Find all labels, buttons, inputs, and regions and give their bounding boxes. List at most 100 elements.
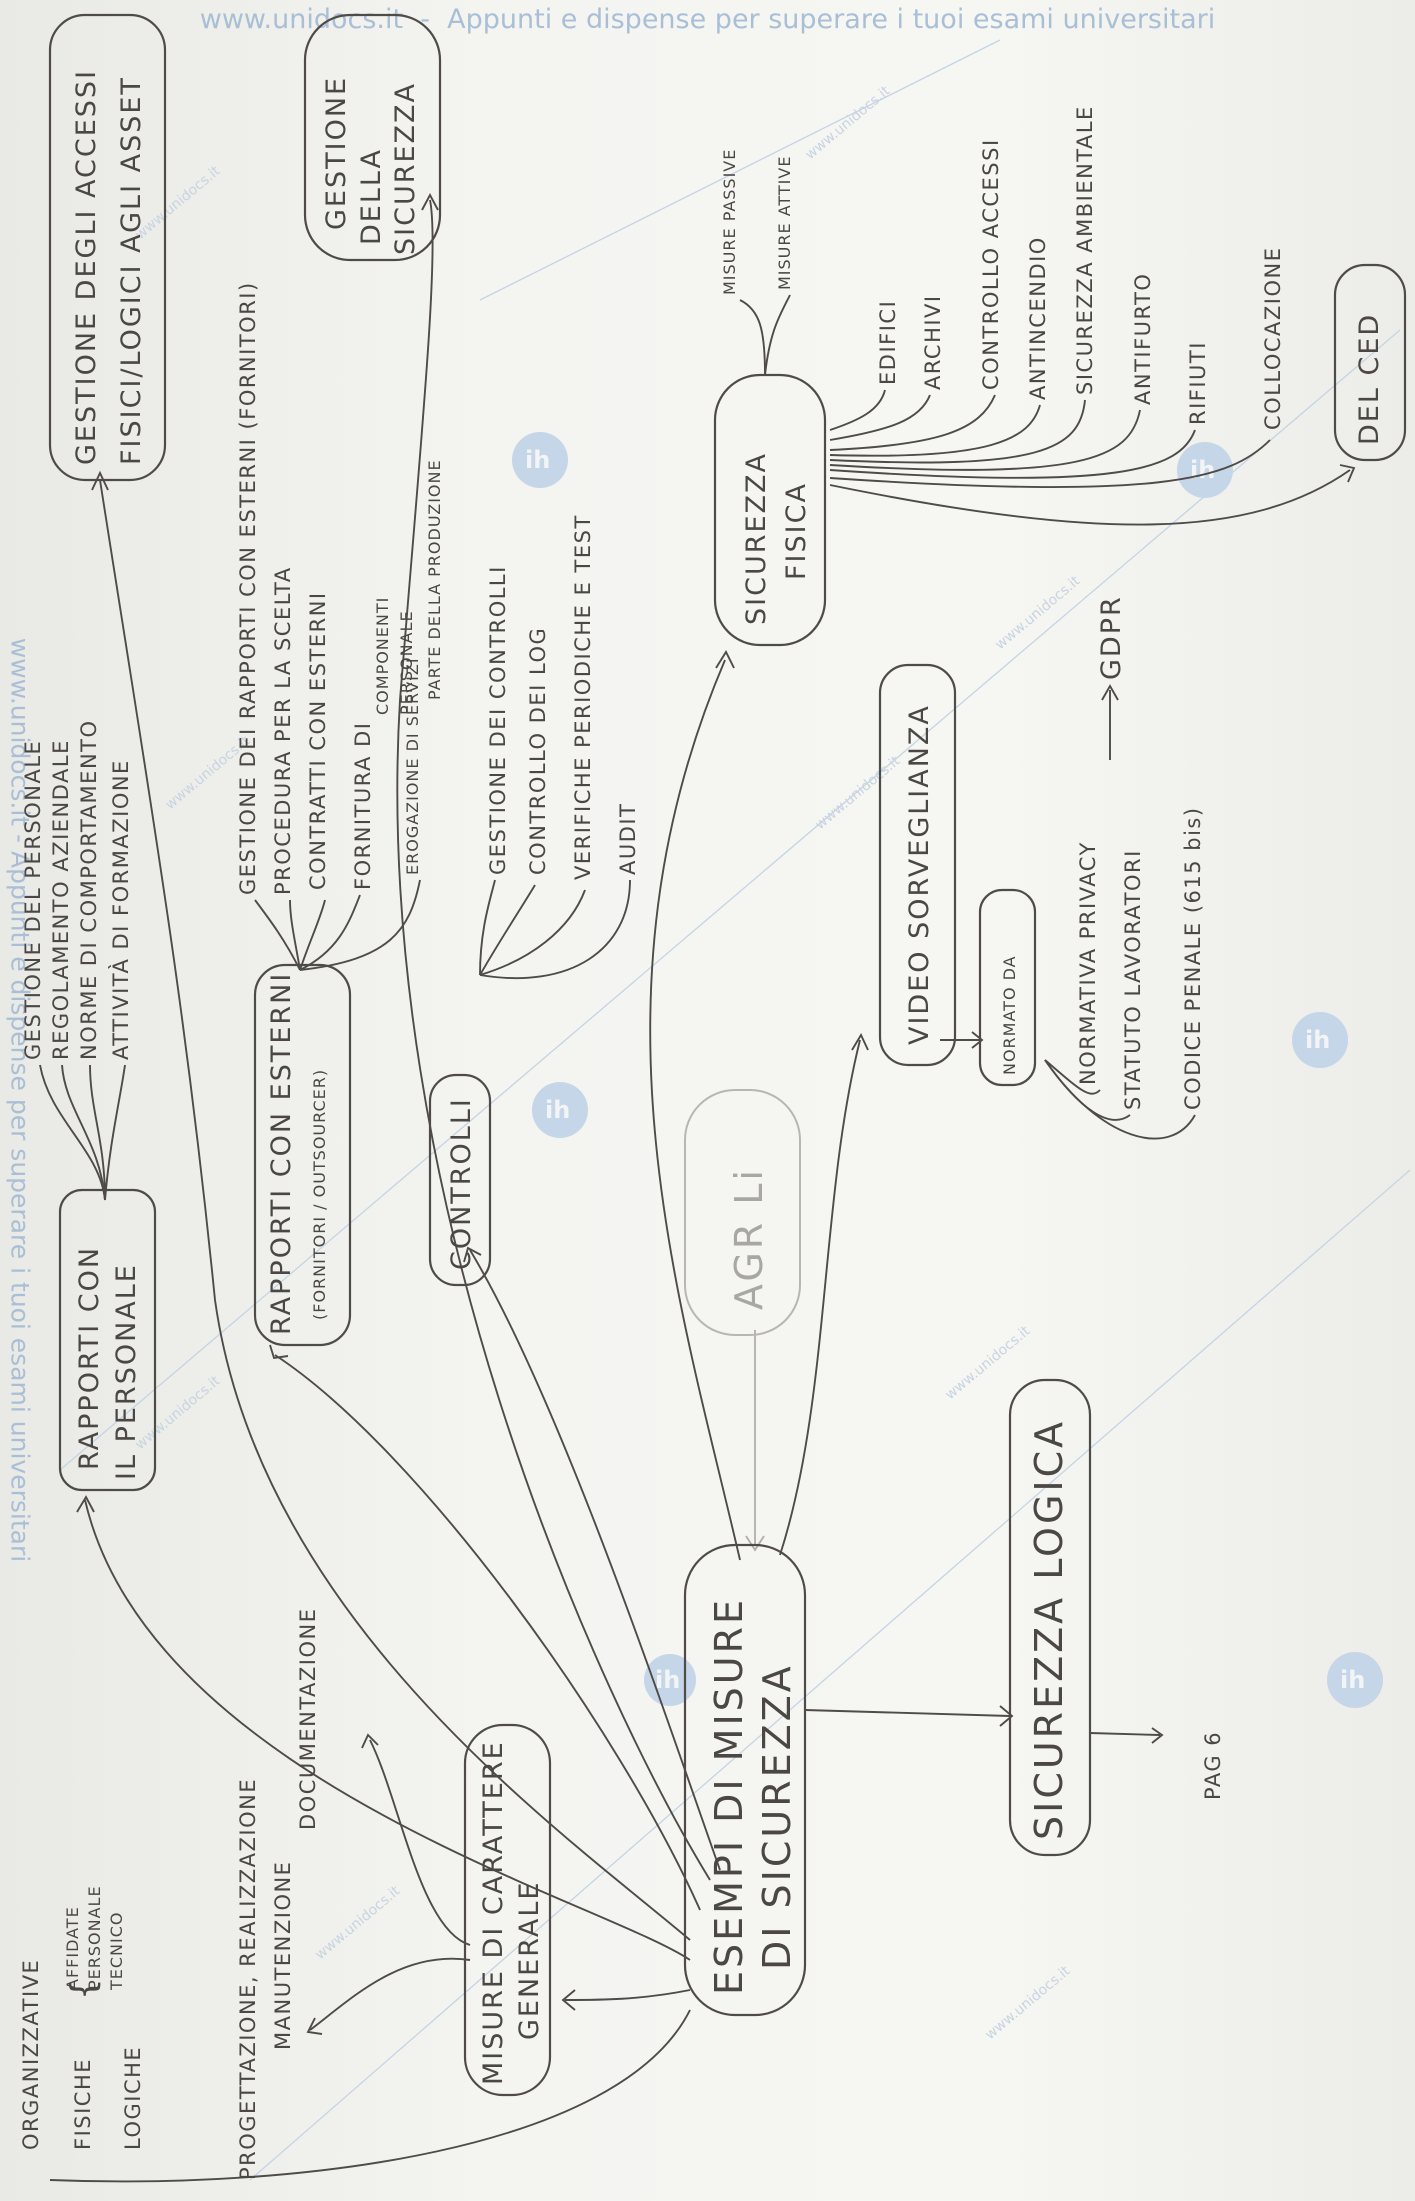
watermark-logo-6: ih <box>644 1654 696 1706</box>
affidate-line1: AFFIDATE <box>63 1906 82 1990</box>
generale-item-fisiche: FISICHE <box>71 2058 95 2150</box>
page-label: PAG 6 <box>1201 1731 1225 1800</box>
generale-line1: MISURE DI CARATTERE <box>478 1740 509 2085</box>
center-line1: ESEMPI DI MISURE <box>707 1597 751 1995</box>
generale-node-box <box>463 1723 552 2097</box>
fisica-item-8: COLLOCAZIONE <box>1261 247 1285 431</box>
video-item-2: STATUTO LAVORATORI <box>1121 849 1145 1110</box>
generale-item-organizzative: ORGANIZZATIVE <box>19 1959 43 2150</box>
ced-node-box <box>1333 263 1407 462</box>
svg-text:ih: ih <box>1305 1026 1330 1054</box>
watermark-small-8: www.unidocs.it <box>802 83 893 163</box>
accessi-line1: GESTIONE DEGLI ACCESSI <box>71 69 102 465</box>
esterni-item-4: FORNITURA DI <box>351 722 375 890</box>
video-node-box <box>878 663 957 1067</box>
progettazione-line2: MANUTENZIONE <box>271 1861 295 2050</box>
watermark-top: www.unidocs.it - Appunti e dispense per … <box>199 4 1216 35</box>
controlli-item-4: AUDIT <box>616 803 640 875</box>
esterni-node: RAPPORTI CON ESTERNI (FORNITORI / OUTSOU… <box>236 281 444 1335</box>
brace-icon: { <box>64 1978 104 2000</box>
fisica-node-box <box>713 373 827 647</box>
fisica-line1: SICUREZZA <box>741 452 772 625</box>
misure-attive: MISURE ATTIVE <box>775 156 794 290</box>
affidate-line3: TECNICO <box>107 1911 126 1991</box>
watermark-small-9: www.unidocs.it <box>992 573 1083 653</box>
gestione-line1: GESTIONE <box>321 76 352 230</box>
svg-text:ih: ih <box>525 446 550 474</box>
agr-label: AGR Li <box>727 1167 771 1310</box>
erogazione-sub: PARTE DELLA PRODUZIONE <box>425 459 444 700</box>
controlli-item-2: CONTROLLO DEI LOG <box>526 627 550 875</box>
controlli-item-1: GESTIONE DEI CONTROLLI <box>486 565 510 875</box>
gestione-line3: SICUREZZA <box>390 82 421 255</box>
logica-node-box <box>1008 1378 1092 1857</box>
generale-line2: GENERALE <box>514 1881 545 2040</box>
fisica-item-3: CONTROLLO ACCESSI <box>979 138 1003 390</box>
svg-text:ih: ih <box>655 1666 680 1694</box>
controlli-item-3: VERIFICHE PERIODICHE E TEST <box>571 514 595 880</box>
personale-item-2: REGOLAMENTO AZIENDALE <box>49 739 73 1060</box>
center-node: ESEMPI DI MISURE DI SICUREZZA <box>707 1597 799 1995</box>
esterni-item-1: GESTIONE DEI RAPPORTI CON ESTERNI (FORNI… <box>236 281 260 895</box>
personale-item-3: NORME DI COMPORTAMENTO <box>77 719 101 1060</box>
accessi-line2: FISICI/LOGICI AGLI ASSET <box>116 76 147 465</box>
watermark-small-1: www.unidocs.it <box>132 1373 223 1453</box>
logica-node: SICUREZZA LOGICA <box>1027 1419 1071 1840</box>
watermark-logo-3: ih <box>512 432 568 488</box>
watermark-small-7: www.unidocs.it <box>982 1963 1073 2043</box>
controlli-node-box <box>428 1073 492 1287</box>
personale-item-1: GESTIONE DEL PERSONALE <box>21 740 45 1060</box>
watermark-logo-2: ih <box>1292 1012 1348 1068</box>
center-line2: DI SICUREZZA <box>755 1663 799 1970</box>
logica-label: SICUREZZA LOGICA <box>1027 1419 1071 1840</box>
video-item-1: NORMATIVA PRIVACY <box>1076 841 1100 1085</box>
svg-text:ih: ih <box>545 1096 570 1124</box>
gestione-sicurezza-node-box <box>303 13 442 262</box>
fisica-item-1: EDIFICI <box>876 300 900 385</box>
svg-text:ih: ih <box>1340 1666 1365 1694</box>
fisica-item-6: ANTIFURTO <box>1131 273 1155 405</box>
personale-node-box <box>58 1188 157 1492</box>
generale-item-logiche: LOGICHE <box>121 2046 145 2150</box>
gestione-sicurezza-node: GESTIONE DELLA SICUREZZA <box>321 76 421 255</box>
esterni-line2: (FORNITORI / OUTSOURCER) <box>310 1069 329 1320</box>
personale-node: RAPPORTI CON IL PERSONALE GESTIONE DEL P… <box>21 719 142 1480</box>
watermark-logo-1: ih <box>532 1082 588 1138</box>
fisica-item-7: RIFIUTI <box>1186 341 1210 425</box>
agr-node: AGR Li <box>727 1167 771 1310</box>
video-item-3: CODICE PENALE (615 bis) <box>1181 806 1205 1110</box>
accessi-node: GESTIONE DEGLI ACCESSI FISICI/LOGICI AGL… <box>71 69 147 465</box>
progettazione-line1: PROGETTAZIONE, REALIZZAZIONE <box>236 1778 260 2180</box>
documentazione: DOCUMENTAZIONE <box>296 1608 320 1830</box>
watermark-logo-4: ih <box>1177 442 1233 498</box>
accessi-node-box <box>48 13 167 482</box>
normato-label: NORMATO DA <box>1000 955 1019 1075</box>
video-label: VIDEO SORVEGLIANZA <box>904 704 935 1045</box>
fisica-item-5: SICUREZZA AMBIENTALE <box>1073 105 1097 395</box>
personale-line2: IL PERSONALE <box>111 1263 142 1480</box>
fornitura-sub-1: COMPONENTI <box>373 597 392 715</box>
node-boxes <box>48 13 1407 2097</box>
esterni-node-box <box>253 963 352 1347</box>
controlli-node: CONTROLLI GESTIONE DEI CONTROLLI CONTROL… <box>446 514 640 1270</box>
esterni-item-3: CONTRATTI CON ESTERNI <box>306 591 330 890</box>
fisica-node: SICUREZZA FISICA MISURE PASSIVE MISURE A… <box>720 105 1385 625</box>
fisica-item-2: ARCHIVI <box>921 294 945 390</box>
normato-node-box <box>978 888 1037 1087</box>
personale-item-4: ATTIVITÀ DI FORMAZIONE <box>108 759 133 1060</box>
watermark-small-6: www.unidocs.it <box>312 1883 403 1963</box>
fisica-item-4: ANTINCENDIO <box>1026 236 1050 400</box>
esterni-item-5: EROGAZIONE DI SERVIZI <box>403 657 422 875</box>
gestione-line2: DELLA <box>356 148 387 245</box>
svg-text:ih: ih <box>1190 456 1215 484</box>
watermark-logo-5: ih <box>1327 1652 1383 1708</box>
agr-node-box <box>684 1089 801 1336</box>
esterni-line1: RAPPORTI CON ESTERNI <box>266 972 297 1335</box>
affidate-line2: PERSONALE <box>85 1885 104 1990</box>
gdpr-label: GDPR <box>1096 595 1127 680</box>
ced-label: DEL CED <box>1354 313 1385 445</box>
personale-line1: RAPPORTI CON <box>74 1246 105 1470</box>
controlli-label: CONTROLLI <box>446 1097 477 1270</box>
